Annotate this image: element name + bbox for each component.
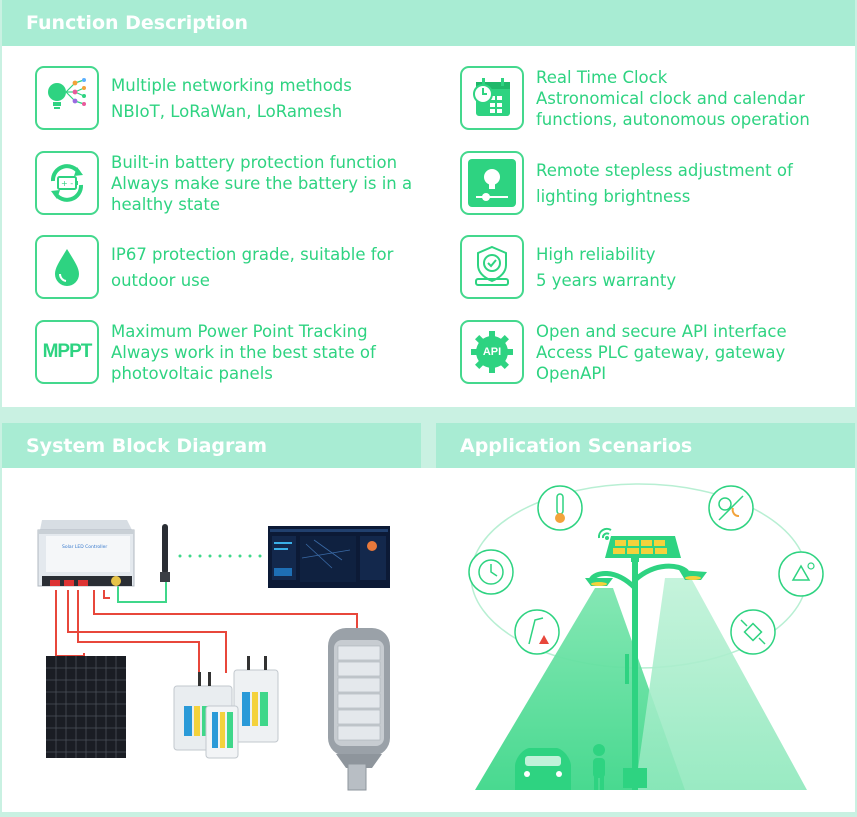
feature-api-line1: Open and secure API interface [536,322,787,341]
person-icon [593,744,605,790]
water-drop-icon [35,235,99,299]
mppt-icon: MPPT [35,320,99,384]
feature-ip67-line1: IP67 protection grade, suitable for [111,245,394,264]
solar-panel [46,656,126,758]
function-description-panel: Function Description Multiple networking… [2,0,855,407]
feature-api-line2: Access PLC gateway, gateway [536,343,786,362]
feature-mppt: MPPT Maximum Power Point Tracking Always… [35,320,376,384]
green-wire [117,581,167,603]
feature-networking: Multiple networking methods NBIoT, LoRaW… [35,66,352,130]
svg-text:+ -: + - [61,179,73,188]
bulb-slider-icon [460,151,524,215]
feature-mppt-line2: Always work in the best state of [111,343,376,362]
street-light-pole [585,554,707,790]
red-wires [55,590,358,700]
feature-networking-line2: NBIoT, LoRaWan, LoRamesh [111,102,343,121]
car-icon [515,748,571,790]
feature-mppt-line1: Maximum Power Point Tracking [111,322,368,341]
feature-api: API Open and secure API interface Access… [460,320,787,384]
right-light-beam [635,578,807,790]
application-scenarios-header: Application Scenarios [436,423,855,469]
feature-dimming-line1: Remote stepless adjustment of [536,161,793,180]
battery-cycle-icon: + - [35,151,99,215]
location-pin-icon [778,551,824,597]
street-lamp-head [328,628,390,791]
network-tree-icon [35,66,99,130]
feature-networking-line1: Multiple networking methods [111,76,352,95]
pole-solar-panel [605,536,681,562]
mppt-icon-text: MPPT [42,341,93,362]
bottom-panel: Solar LED Controller [2,468,855,812]
satellite-icon [730,609,776,655]
alarm-lamp-icon [514,609,560,655]
wifi-icon [597,527,612,539]
feature-dimming-line2: lighting brightness [536,187,691,206]
shield-check-icon [460,235,524,299]
controller-label: Solar LED Controller [62,544,107,550]
thermometer-icon [537,485,583,531]
feature-reliability-line2: 5 years warranty [536,271,677,290]
feature-ip67-line2: outdoor use [111,271,210,290]
api-gear-icon: API [460,320,524,384]
gateway-devices [173,656,279,759]
feature-battery: + - Built-in battery protection function… [35,151,412,215]
feature-mppt-line3: photovoltaic panels [111,364,273,383]
clock-calendar-icon [460,66,524,130]
controller-box: Solar LED Controller [37,520,135,587]
system-block-diagram-header: System Block Diagram [2,423,421,469]
clock-icon [468,549,514,595]
feature-reliability: High reliability 5 years warranty [460,235,676,299]
weather-icon [708,485,754,531]
feature-rtc-line2: Astronomical clock and calendar [536,89,805,108]
antenna [160,524,170,582]
dashboard-screen [268,526,390,588]
application-scenarios-illustration [468,483,824,790]
feature-api-line3: OpenAPI [536,364,607,383]
feature-rtc-line3: functions, autonomous operation [536,110,810,129]
feature-battery-line1: Built-in battery protection function [111,153,398,172]
feature-rtc: Real Time Clock Astronomical clock and c… [460,66,810,130]
function-description-header: Function Description [2,0,855,46]
feature-battery-line3: healthy state [111,195,221,214]
system-block-diagram: Solar LED Controller [37,520,390,791]
feature-reliability-line1: High reliability [536,245,656,264]
api-icon-text: API [482,346,502,358]
feature-ip67: IP67 protection grade, suitable for outd… [35,235,393,299]
feature-battery-line2: Always make sure the battery is in a [111,174,413,193]
wireless-dots [178,554,262,558]
feature-rtc-line1: Real Time Clock [536,68,668,87]
feature-dimming: Remote stepless adjustment of lighting b… [460,151,793,215]
